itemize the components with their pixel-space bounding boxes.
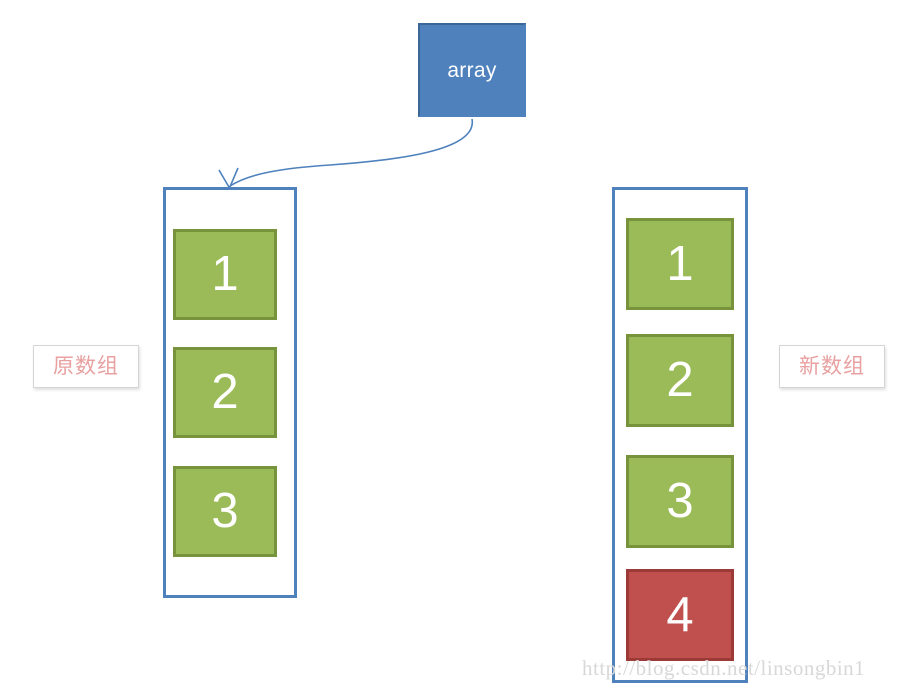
watermark-url: http://blog.csdn.net/linsongbin1	[582, 656, 866, 680]
new-array-annotation: 新数组	[779, 345, 885, 388]
original-array-cell: 3	[173, 466, 277, 557]
cell-value: 1	[211, 247, 239, 301]
array-variable-label: array	[447, 58, 497, 82]
cell-value: 4	[666, 587, 694, 642]
arrow-curve	[229, 118, 473, 187]
cell-value: 1	[666, 236, 694, 291]
original-array-cell: 2	[173, 347, 277, 438]
new-array-cell-added: 4	[626, 569, 734, 661]
new-array-cell: 1	[626, 218, 734, 310]
new-array-cell: 3	[626, 455, 734, 548]
new-array-annotation-text: 新数组	[799, 355, 865, 378]
cell-value: 3	[211, 484, 239, 538]
original-array-annotation-text: 原数组	[53, 355, 119, 378]
original-array-annotation: 原数组	[33, 345, 139, 388]
array-variable-box: array	[418, 23, 526, 117]
cell-value: 2	[211, 365, 239, 419]
cell-value: 3	[666, 474, 694, 528]
arrowhead-icon	[218, 167, 239, 190]
cell-value: 2	[666, 353, 694, 407]
original-array-cell: 1	[173, 229, 277, 320]
new-array-cell: 2	[626, 334, 734, 427]
